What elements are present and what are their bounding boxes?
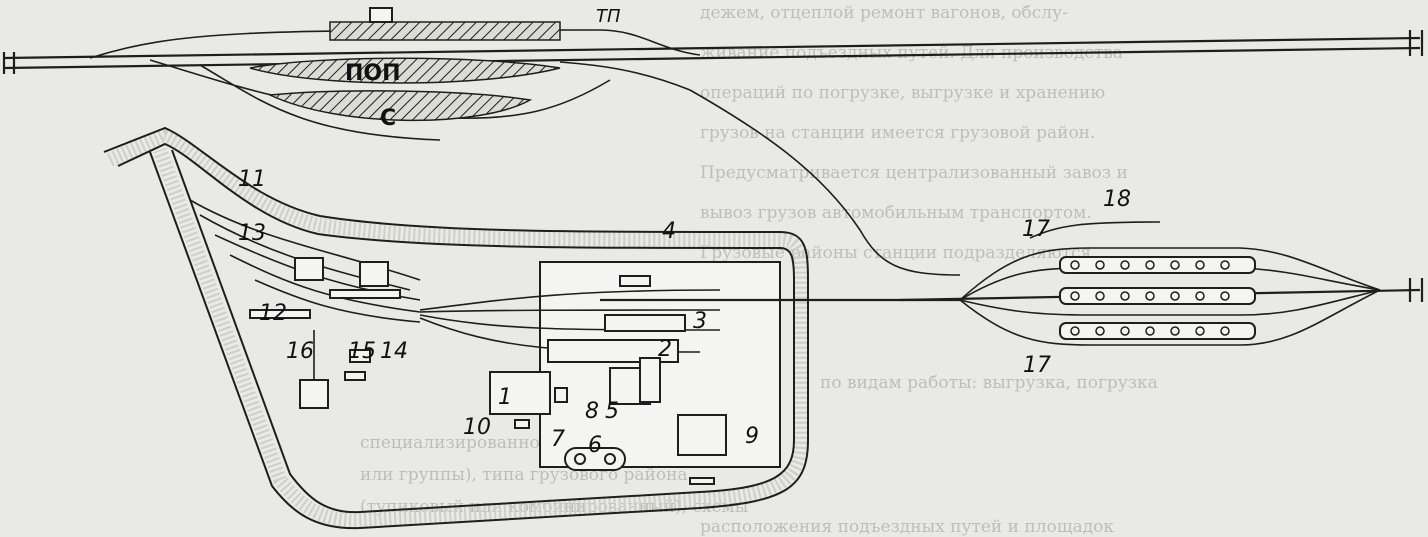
label-2: 2 xyxy=(658,337,672,362)
container-stack xyxy=(619,275,651,287)
label-6: 6 xyxy=(588,433,602,458)
bg-line: живание подъездных путей. Для производст… xyxy=(700,43,1123,63)
bg-line: дежем, отцеплой ремонт вагонов, обслу- xyxy=(700,3,1068,23)
label-13: 13 xyxy=(238,221,266,246)
small-structure xyxy=(349,349,371,363)
bg-line: операций по погрузке, выгрузке и хранени… xyxy=(700,83,1105,103)
track-end xyxy=(2,52,16,74)
label-7: 7 xyxy=(551,427,565,452)
building xyxy=(677,414,727,456)
label-8: 8 xyxy=(585,399,599,424)
bg-line: расположения подъездных путей и площадок xyxy=(700,517,1114,537)
right-yard xyxy=(899,221,1424,346)
yard-track xyxy=(959,247,1381,301)
ramp xyxy=(329,289,401,299)
road-loop xyxy=(103,126,809,530)
turntable-wheel xyxy=(604,453,616,465)
container-row xyxy=(1059,256,1256,274)
container-stack xyxy=(604,314,686,332)
container-dots xyxy=(1070,260,1230,336)
label-4: 4 xyxy=(662,219,676,244)
yard-track xyxy=(419,309,721,313)
label-15: 15 xyxy=(348,339,376,364)
label-5: 5 xyxy=(605,399,619,424)
container-row xyxy=(1059,287,1256,305)
freight-zone xyxy=(189,199,421,409)
small-structure xyxy=(514,419,530,429)
legend-numbers: 1 2 3 4 5 6 7 8 9 10 11 12 13 14 15 16 1… xyxy=(238,167,1131,458)
zone-top-label: ТП xyxy=(596,6,621,27)
passenger-zone: ПОП С ТП xyxy=(2,6,1424,276)
zone-pop-label: ПОП xyxy=(345,61,401,86)
freight-track xyxy=(254,279,421,323)
yard-track xyxy=(959,289,1381,316)
turntable-wheel xyxy=(574,453,586,465)
platform-s xyxy=(267,90,533,122)
building xyxy=(554,387,568,403)
label-9: 9 xyxy=(745,424,759,449)
crane-base xyxy=(299,379,329,409)
container-row xyxy=(1059,322,1256,340)
track-end xyxy=(1408,30,1424,56)
small-structure xyxy=(689,477,715,485)
station-track xyxy=(199,64,441,141)
label-3: 3 xyxy=(693,309,707,334)
label-10: 10 xyxy=(463,415,491,440)
spur-track xyxy=(1029,221,1161,239)
freight-track xyxy=(229,254,421,313)
platform xyxy=(329,21,561,41)
platform-pop xyxy=(249,57,561,84)
track-end xyxy=(1408,278,1424,302)
yard-track xyxy=(959,289,1381,346)
building xyxy=(489,371,551,415)
yard-track xyxy=(419,289,721,311)
label-16: 16 xyxy=(286,339,314,364)
label-18: 18 xyxy=(1103,187,1131,212)
label-11: 11 xyxy=(238,167,266,192)
building xyxy=(639,357,661,403)
container-yard xyxy=(419,261,960,485)
bg-line: грузов на станции имеется грузовой район… xyxy=(700,123,1095,143)
station-building xyxy=(369,7,393,23)
container-stack xyxy=(547,339,679,363)
warehouse xyxy=(359,261,389,287)
bg-line: Предусматривается централизованный завоз… xyxy=(700,163,1128,183)
bg-line: по видам работы: выгрузка, погрузка xyxy=(820,373,1158,393)
zone-s-label: С xyxy=(380,106,396,131)
label-1: 1 xyxy=(498,385,512,410)
bg-line: вывоз грузов автомобильным транспортом. xyxy=(700,203,1092,223)
connecting-track xyxy=(559,61,961,276)
label-12: 12 xyxy=(259,301,287,326)
label-17-top: 17 xyxy=(1022,217,1050,242)
label-17-bottom: 17 xyxy=(1023,353,1051,378)
main-track xyxy=(3,46,1421,70)
small-structure xyxy=(344,371,366,381)
ramp xyxy=(249,309,311,319)
warehouse xyxy=(294,257,324,281)
main-track xyxy=(3,36,1421,60)
label-14: 14 xyxy=(380,339,408,364)
